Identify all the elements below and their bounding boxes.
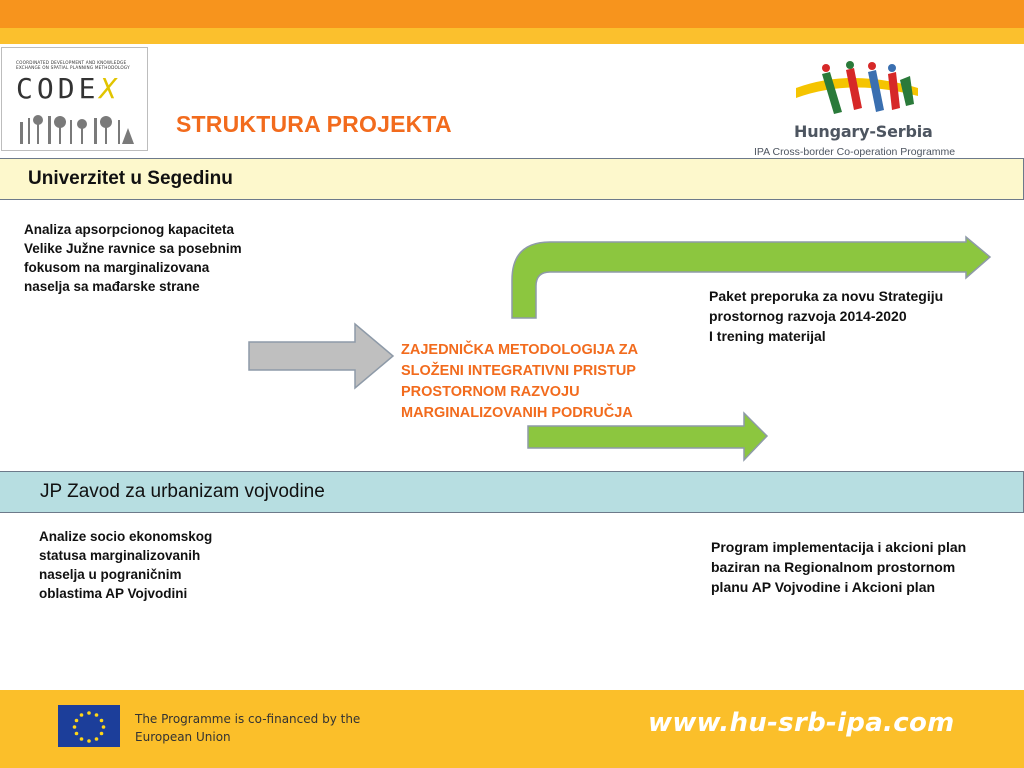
output-2-text: Program implementacija i akcioni plan ba… [711,539,967,595]
hungary-serbia-logo: Hungary-Serbia IPA Cross-border Co-opera… [750,60,970,160]
codex-logo: COORDINATED DEVELOPMENT AND KNOWLEDGE EX… [1,47,148,151]
partner-1-bar: Univerzitet u Segedinu [0,158,1024,200]
codex-logo-tagline: COORDINATED DEVELOPMENT AND KNOWLEDGE EX… [16,60,130,70]
input-arrow-gray [248,322,395,390]
top-band-orange [0,0,1024,28]
codex-logo-wordmark: CODEX [16,72,121,105]
footer-band: The Programme is co-financed by the Euro… [0,690,1024,768]
programme-subtitle: IPA Cross-border Co-operation Programme [754,146,956,158]
codex-trees-graphic [20,115,134,144]
partner-2-bar: JP Zavod za urbanizam vojvodine [0,471,1024,513]
partner-2-name: JP Zavod za urbanizam vojvodine [40,481,325,502]
page-title: STRUKTURA PROJEKTA [176,111,452,137]
hungary-serbia-figures-icon [796,61,918,114]
eu-flag-icon [58,705,120,747]
top-band-yellow [0,28,1024,44]
eu-cofinance-text: The Programme is co-financed by the Euro… [135,712,361,744]
programme-name: Hungary-Serbia [794,122,933,141]
center-methodology-text: ZAJEDNIČKA METODOLOGIJA ZA SLOŽENI INTEG… [401,342,639,421]
website-url[interactable]: www.hu-srb-ipa.com [648,708,955,738]
partner-1-name: Univerzitet u Segedinu [28,168,233,189]
partner-2-input-text: Analize socio ekonomskog statusa margina… [39,529,213,601]
partner-1-input-text: Analiza apsorpcionog kapaciteta Velike J… [24,222,242,294]
output-1-text: Paket preporuka za novu Strategiju prost… [709,288,944,344]
